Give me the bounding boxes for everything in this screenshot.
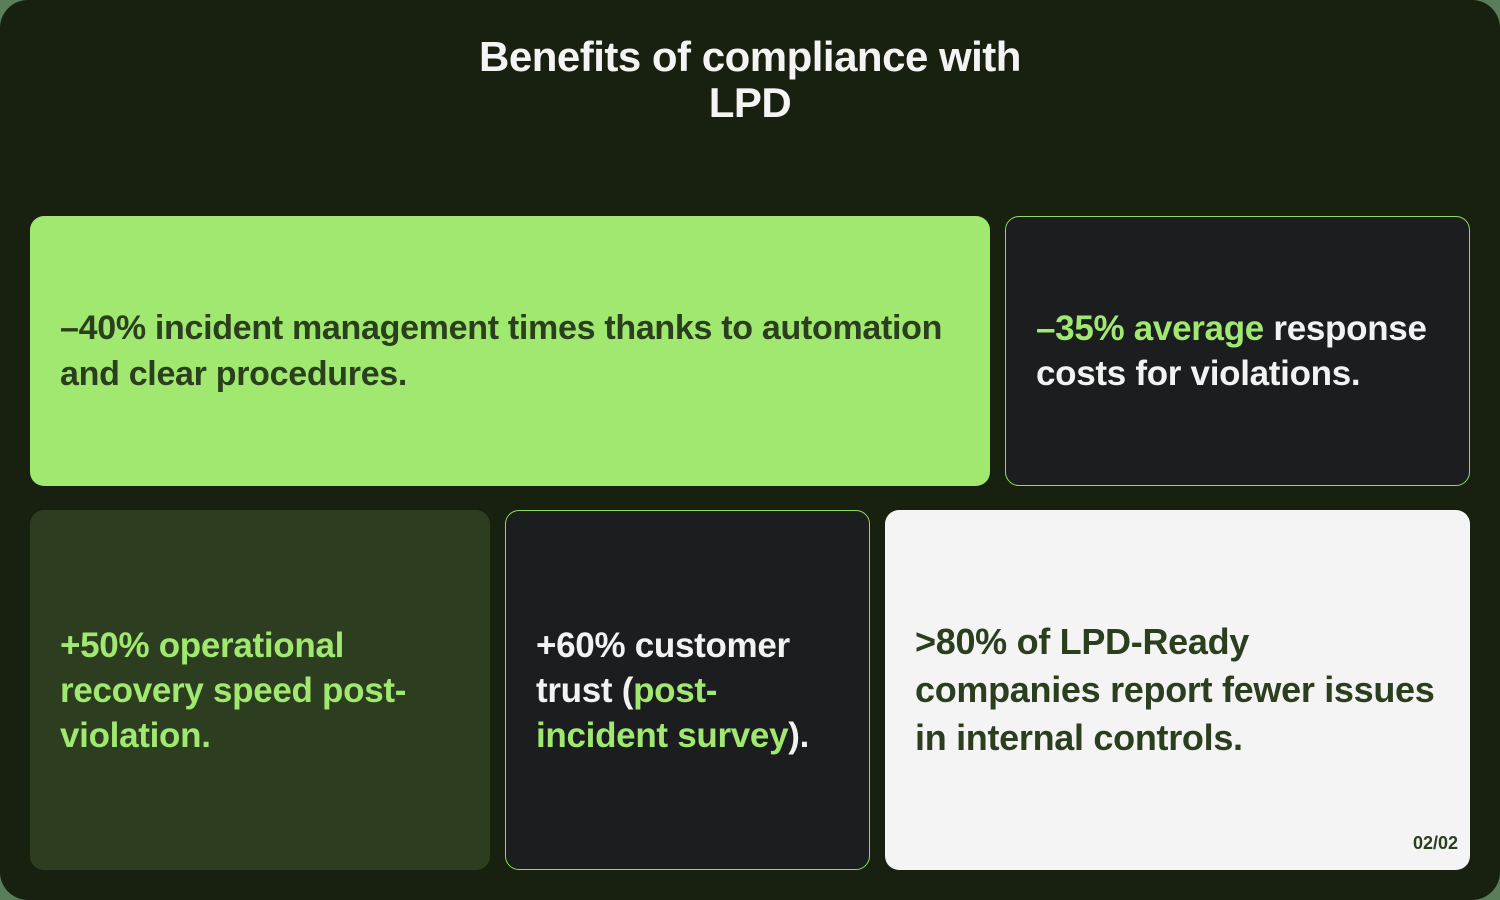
card-highlight: post-incident survey	[536, 670, 789, 755]
card-text: >80% of LPD-Ready companies report fewer…	[915, 621, 1435, 758]
card-highlight: –35% average	[1036, 309, 1264, 348]
card-recovery-speed: +50% operational recovery speed post-vio…	[30, 510, 490, 870]
card-text: –40% incident management times thanks to…	[60, 309, 943, 393]
card-customer-trust: +60% customer trust (post-incident surve…	[505, 510, 870, 870]
title-line-2: LPD	[708, 79, 792, 126]
page-title: Benefits of compliance with LPD	[0, 34, 1500, 126]
card-response-costs: –35% average response costs for violatio…	[1005, 216, 1470, 486]
title-line-1: Benefits of compliance with	[479, 33, 1021, 80]
card-text: –35% average response costs for violatio…	[1036, 306, 1439, 396]
card-text: +50% operational recovery speed post-vio…	[60, 625, 407, 755]
page-indicator: 02/02	[1412, 833, 1458, 853]
card-incident-management: –40% incident management times thanks to…	[30, 216, 990, 486]
card-body: response costs for violations.	[1036, 309, 1427, 393]
card-text: +60% customer trust (post-incident surve…	[536, 623, 839, 758]
card-lpd-ready: >80% of LPD-Ready companies report fewer…	[885, 510, 1470, 870]
card-body-before: +60% customer trust (	[536, 625, 790, 710]
card-body-after: ).	[788, 715, 810, 755]
